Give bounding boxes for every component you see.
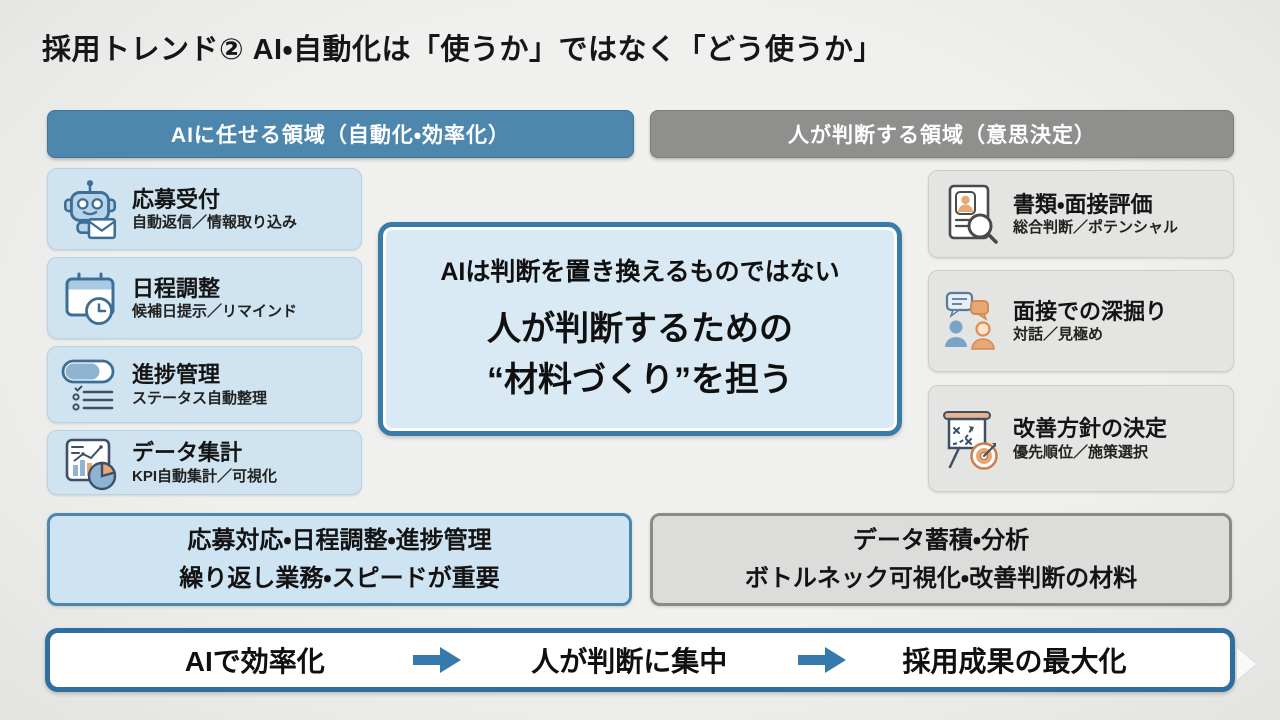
flow-step-2: 人が判断に集中 bbox=[531, 646, 728, 677]
task-card-application-intake: 応募受付 自動返信／情報取り込み bbox=[47, 168, 362, 250]
key-message-line2: 人が判断するための bbox=[487, 310, 793, 348]
next-slide-arrow-icon[interactable] bbox=[1237, 648, 1256, 680]
card-subtitle: KPI自動集計／可視化 bbox=[132, 467, 278, 485]
task-card-data-aggregation: データ集計 KPI自動集計／可視化 bbox=[47, 430, 362, 495]
ai-summary-line1: 応募対応・日程調整・進捗管理 bbox=[187, 527, 492, 555]
card-title: 改善方針の決定 bbox=[1013, 416, 1168, 441]
card-subtitle: 自動返信／情報取り込み bbox=[132, 214, 298, 231]
card-subtitle: 候補日提示／リマインド bbox=[132, 303, 298, 320]
card-title: 応募受付 bbox=[132, 186, 221, 212]
slide-title: 採用トレンド② AI・自動化は「使うか」ではなく「どう使うか」 bbox=[42, 34, 883, 66]
ai-domain-header: AIに任せる領域（自動化・効率化） bbox=[47, 110, 634, 158]
people-chat-icon bbox=[929, 288, 1013, 354]
key-message-box: AIは判断を置き換えるものではない 人が判断するための “材料づくり”を担う bbox=[378, 222, 902, 436]
chart-pie-icon bbox=[48, 434, 132, 492]
card-title: 日程調整 bbox=[132, 275, 221, 301]
card-title: 書類・面接評価 bbox=[1013, 191, 1153, 217]
human-domain-header-label: 人が判断する領域（意思決定） bbox=[788, 124, 1096, 147]
right-arrow-icon bbox=[790, 646, 854, 674]
flow-bar: AIで効率化 人が判断に集中 採用成果の最大化 bbox=[45, 628, 1235, 692]
ai-summary-line2: 繰り返し業務・スピードが重要 bbox=[179, 564, 500, 592]
human-summary-box: データ蓄積・分析 ボトルネック可視化・改善判断の材料 bbox=[650, 513, 1232, 606]
card-subtitle: 総合判断／ポテンシャル bbox=[1013, 219, 1179, 236]
ai-domain-header-label: AIに任せる領域（自動化・効率化） bbox=[170, 124, 511, 147]
strategy-target-icon bbox=[929, 405, 1013, 473]
task-card-scheduling: 日程調整 候補日提示／リマインド bbox=[47, 257, 362, 339]
key-message-line1: AIは判断を置き換えるものではない bbox=[440, 258, 840, 286]
card-title: 進捗管理 bbox=[132, 362, 221, 387]
calendar-clock-icon bbox=[48, 266, 132, 330]
flow-step-1: AIで効率化 bbox=[184, 646, 325, 677]
human-summary-line1: データ蓄積・分析 bbox=[852, 527, 1030, 555]
resume-magnifier-icon bbox=[929, 181, 1013, 247]
task-card-improvement-policy: 改善方針の決定 優先順位／施策選択 bbox=[928, 385, 1234, 492]
flow-step-3: 採用成果の最大化 bbox=[902, 646, 1127, 677]
card-subtitle: 対話／見極め bbox=[1013, 326, 1104, 343]
right-arrow-icon bbox=[405, 646, 469, 674]
ai-summary-box: 応募対応・日程調整・進捗管理 繰り返し業務・スピードが重要 bbox=[47, 513, 632, 606]
task-card-progress: 進捗管理 ステータス自動整理 bbox=[47, 346, 362, 423]
card-title: 面接での深掘り bbox=[1013, 298, 1168, 324]
task-card-document-interview-evaluation: 書類・面接評価 総合判断／ポテンシャル bbox=[928, 170, 1234, 258]
card-subtitle: 優先順位／施策選択 bbox=[1013, 443, 1149, 461]
robot-mail-icon bbox=[48, 176, 132, 242]
human-domain-header: 人が判断する領域（意思決定） bbox=[650, 110, 1234, 158]
task-card-interview-deep-dive: 面接での深掘り 対話／見極め bbox=[928, 270, 1234, 372]
card-subtitle: ステータス自動整理 bbox=[132, 389, 268, 407]
card-title: データ集計 bbox=[132, 440, 243, 465]
key-message-line3: “材料づくり”を担う bbox=[487, 361, 793, 399]
human-summary-line2: ボトルネック可視化・改善判断の材料 bbox=[744, 564, 1138, 592]
toggle-checklist-icon bbox=[48, 355, 132, 415]
